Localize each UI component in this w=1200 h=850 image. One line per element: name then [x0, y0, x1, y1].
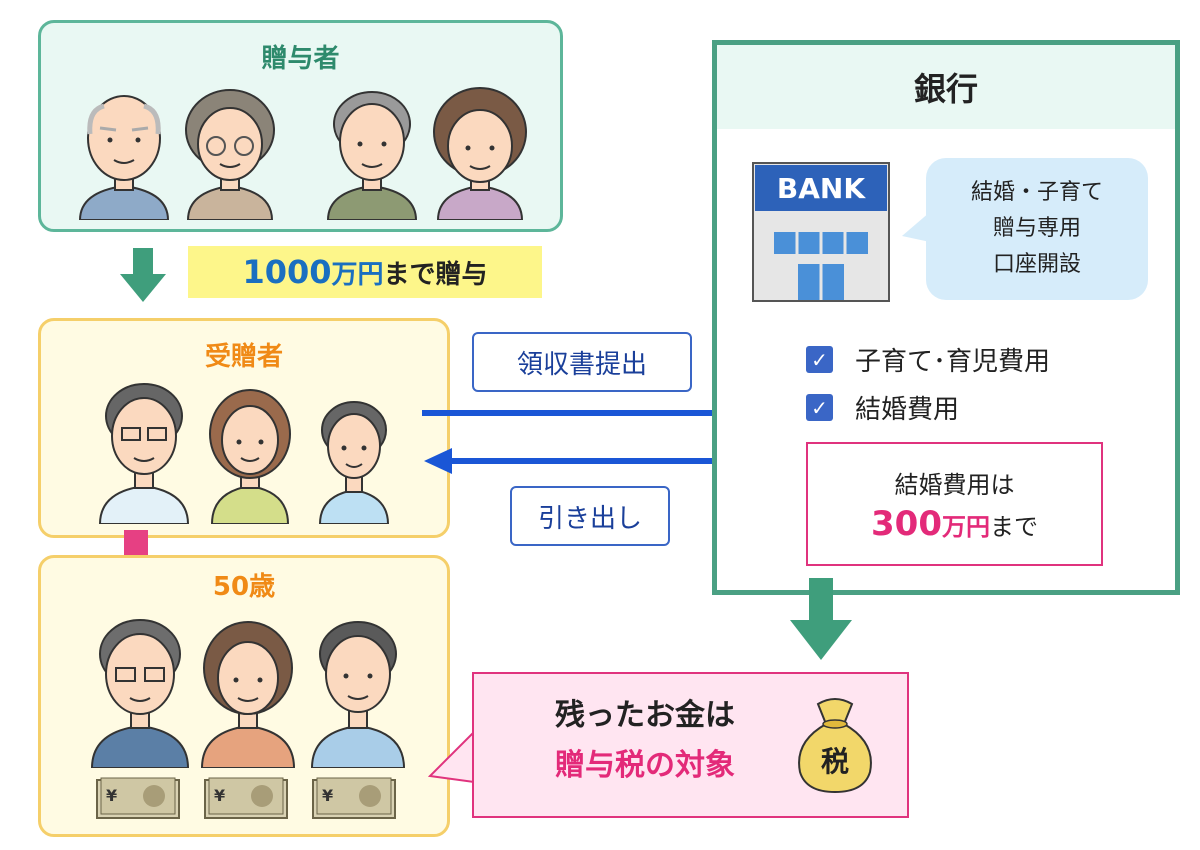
- green-down-arrow: [120, 248, 166, 302]
- receipt-submission-tag: 領収書提出: [472, 332, 692, 392]
- grandmother-avatar: [433, 87, 527, 220]
- checkbox-checked-icon: ✓: [806, 346, 833, 373]
- wedding-cost-limit-box: 結婚費用は 300万円まで: [806, 442, 1103, 566]
- man-avatar: [98, 383, 190, 524]
- arrow-from-bank: [424, 448, 748, 474]
- grandmother-avatar: [185, 89, 275, 220]
- bubble-line: 結婚・子育て: [970, 180, 1103, 205]
- flow-arrows: [422, 400, 754, 474]
- tax-money-bag-icon: 税: [792, 694, 878, 794]
- yen-symbol: ¥: [214, 786, 226, 805]
- limit-line1: 結婚費用は: [894, 470, 1015, 499]
- bank-building-icon: BANK: [752, 162, 890, 302]
- donor-title: 贈与者: [261, 44, 340, 74]
- amount-number: 1000: [242, 253, 332, 291]
- checklist-label: 子育て･育児費用: [855, 347, 1051, 377]
- bank-title: 銀行: [717, 45, 1175, 129]
- recipient-title: 受贈者: [204, 342, 283, 372]
- checklist-item: ✓ 子育て･育児費用: [806, 341, 1050, 378]
- donor-people-illustration: [78, 87, 527, 220]
- banknote-icon: ¥: [96, 776, 180, 820]
- checkbox-checked-icon: ✓: [806, 394, 833, 421]
- result-line1: 残ったお金は: [555, 698, 735, 733]
- adult-man-avatar: [310, 621, 406, 768]
- bank-sign-text: BANK: [776, 171, 866, 205]
- recipient-people-illustration: [98, 383, 390, 524]
- checklist-label: 結婚費用: [855, 395, 960, 425]
- limit-unit: 万円: [941, 512, 990, 541]
- limit-line2: 300万円まで: [871, 504, 1038, 544]
- yen-symbol: ¥: [322, 786, 334, 805]
- amount-unit: 万円: [331, 259, 384, 290]
- tax-label: 税: [820, 745, 849, 778]
- grandfather-avatar: [78, 95, 170, 220]
- withdrawal-tag: 引き出し: [510, 486, 670, 546]
- age-50-title: 50歳: [212, 572, 276, 602]
- result-line2: 贈与税の対象: [555, 748, 735, 783]
- bubble-line: 口座開設: [992, 252, 1081, 277]
- arrow-to-bank: [422, 400, 754, 426]
- bubble-pointer: [902, 212, 930, 242]
- limit-suffix: まで: [989, 512, 1038, 541]
- middle-aged-woman-avatar: [200, 621, 296, 768]
- banknote-icon: ¥: [204, 776, 288, 820]
- young-man-avatar: [318, 401, 390, 524]
- woman-avatar: [209, 389, 291, 524]
- yen-symbol: ¥: [106, 786, 118, 805]
- banknote-icon: ¥: [312, 776, 396, 820]
- callout-pointer: [428, 730, 476, 784]
- age-50-people-illustration: [90, 619, 406, 768]
- grandfather-avatar: [326, 91, 418, 220]
- bubble-line: 贈与専用: [992, 216, 1081, 241]
- checklist-item: ✓ 結婚費用: [806, 389, 959, 426]
- middle-aged-man-avatar: [90, 619, 190, 768]
- green-down-arrow: [790, 578, 852, 660]
- account-opening-bubble: 結婚・子育て 贈与専用 口座開設: [926, 158, 1148, 300]
- amount-suffix: まで贈与: [383, 259, 488, 290]
- limit-number: 300: [871, 503, 942, 544]
